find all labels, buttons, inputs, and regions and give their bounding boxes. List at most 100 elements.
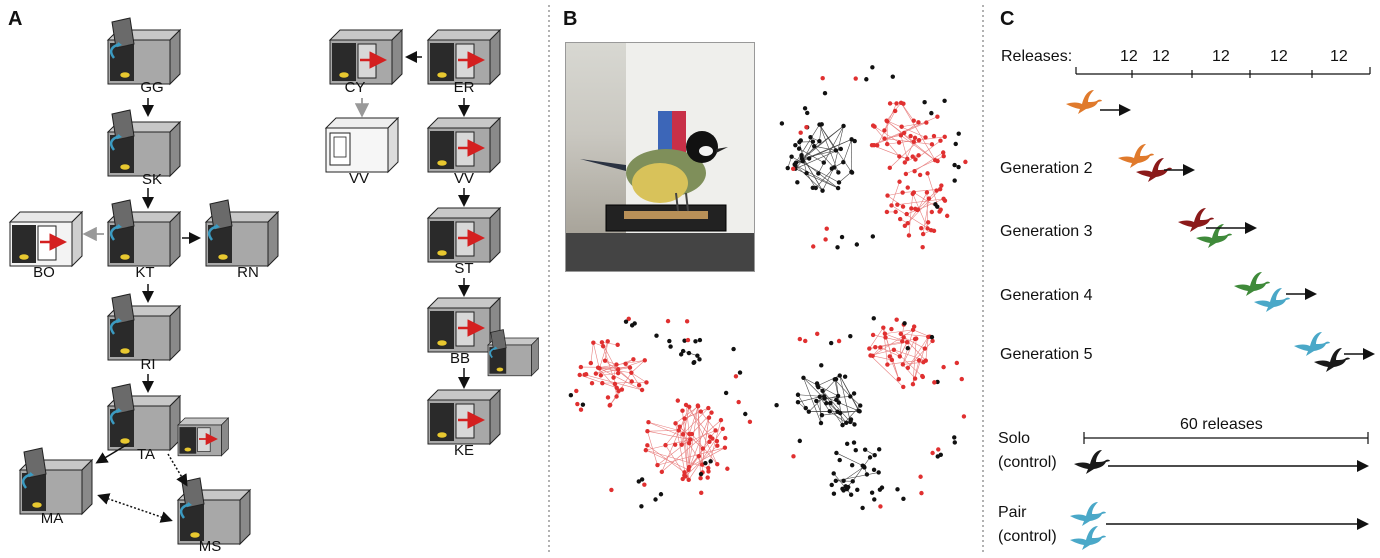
network-edge bbox=[688, 405, 699, 470]
network-edge bbox=[917, 192, 928, 210]
network-node bbox=[919, 225, 924, 231]
network-node bbox=[935, 114, 940, 119]
network-node bbox=[707, 439, 712, 444]
network-node bbox=[926, 196, 932, 201]
bird-solo bbox=[1074, 450, 1110, 474]
network-edge bbox=[685, 404, 711, 437]
network-node bbox=[837, 410, 843, 416]
network-edge bbox=[900, 102, 936, 161]
network-edge bbox=[833, 473, 852, 495]
network-node bbox=[938, 207, 943, 212]
network-node bbox=[639, 387, 645, 393]
network-node bbox=[736, 399, 741, 405]
network-node bbox=[605, 395, 611, 400]
network-edge bbox=[819, 124, 839, 173]
network-node bbox=[890, 74, 895, 79]
network-node bbox=[677, 424, 682, 429]
network-node bbox=[629, 323, 635, 328]
network-node bbox=[605, 339, 610, 344]
network-node bbox=[920, 244, 925, 250]
network-node bbox=[929, 110, 934, 116]
network-edge bbox=[922, 198, 930, 235]
network-node bbox=[799, 156, 805, 161]
network-node bbox=[609, 487, 614, 493]
network-node bbox=[905, 185, 910, 190]
network-node bbox=[668, 344, 673, 349]
network-node bbox=[912, 336, 918, 342]
network-node bbox=[600, 380, 605, 386]
network-node bbox=[901, 130, 907, 136]
network-edge bbox=[822, 167, 835, 191]
network-node bbox=[870, 332, 876, 338]
network-node bbox=[919, 490, 924, 496]
network-node bbox=[680, 348, 686, 354]
network-node bbox=[952, 162, 957, 168]
network-node bbox=[709, 410, 714, 415]
network-node bbox=[836, 338, 842, 344]
network-edge bbox=[689, 406, 699, 435]
network-node bbox=[679, 442, 684, 447]
network-node bbox=[837, 373, 842, 378]
network-node bbox=[941, 364, 946, 370]
network-node bbox=[695, 353, 700, 358]
label-er: ER bbox=[453, 79, 475, 96]
network-node bbox=[923, 135, 928, 140]
network-node bbox=[911, 190, 917, 195]
network-node bbox=[715, 443, 720, 448]
network-node bbox=[887, 101, 893, 106]
release-count-4: 12 bbox=[1270, 48, 1288, 65]
label-sk: SK bbox=[141, 171, 162, 188]
network-node bbox=[875, 143, 880, 148]
network-node bbox=[924, 120, 929, 125]
network-node bbox=[612, 381, 618, 387]
network-node bbox=[920, 231, 926, 237]
network-node bbox=[818, 420, 824, 426]
network-node bbox=[887, 354, 892, 359]
network-node bbox=[898, 133, 904, 138]
network-edge bbox=[685, 404, 690, 435]
pair-control-label: (control) bbox=[998, 528, 1057, 545]
network-node bbox=[799, 152, 804, 158]
network-node bbox=[703, 460, 708, 466]
network-node bbox=[898, 331, 903, 337]
network-node bbox=[900, 190, 905, 195]
network-node bbox=[841, 159, 846, 165]
network-node bbox=[815, 331, 820, 337]
network-node bbox=[916, 153, 921, 158]
network-node bbox=[942, 134, 947, 140]
bird-black-5 bbox=[1314, 348, 1350, 372]
network-node bbox=[820, 76, 825, 81]
network-node bbox=[793, 142, 798, 148]
network-node bbox=[795, 180, 800, 185]
network-graph bbox=[779, 65, 968, 250]
generation-2-label: Generation 2 bbox=[1000, 160, 1093, 177]
network-node bbox=[935, 204, 940, 209]
network-edge bbox=[819, 378, 837, 397]
network-node bbox=[936, 447, 941, 452]
network-node bbox=[834, 450, 839, 456]
network-edge bbox=[884, 329, 914, 334]
network-node bbox=[813, 185, 818, 191]
network-node bbox=[720, 426, 725, 431]
network-node bbox=[897, 354, 903, 359]
network-node bbox=[849, 170, 855, 175]
network-node bbox=[644, 380, 649, 385]
network-node bbox=[820, 388, 825, 394]
network-edge bbox=[684, 418, 690, 468]
network-node bbox=[812, 144, 817, 149]
network-edge bbox=[590, 342, 594, 364]
network-node bbox=[885, 193, 890, 198]
network-node bbox=[952, 440, 957, 445]
network-node bbox=[891, 347, 897, 352]
network-node bbox=[723, 435, 728, 441]
panel-b-letter: B bbox=[563, 8, 578, 30]
network-node bbox=[602, 358, 608, 363]
network-node bbox=[636, 383, 642, 388]
network-edge bbox=[806, 172, 817, 189]
network-edge bbox=[869, 327, 884, 349]
network-node bbox=[568, 392, 574, 398]
network-node bbox=[731, 346, 736, 352]
network-node bbox=[904, 211, 909, 217]
network-edge bbox=[797, 401, 810, 412]
